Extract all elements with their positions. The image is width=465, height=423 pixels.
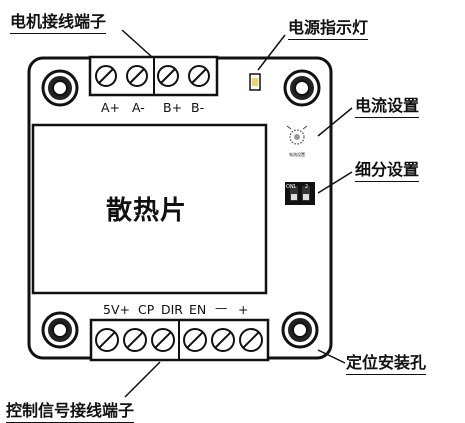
control-terminal-block [89, 318, 270, 362]
control-screw-2 [123, 328, 147, 352]
motor-pin-a-plus: A+ [101, 100, 121, 115]
microstep-setting-label: 细分设置 [355, 156, 420, 182]
heat-sink [31, 123, 268, 295]
motor-pin-b-minus: B- [191, 100, 205, 115]
motor-pin-a-minus: A- [132, 100, 145, 115]
control-screw-5 [211, 328, 235, 352]
mounting-hole-top-right [283, 69, 321, 107]
motor-pin-b-plus: B+ [163, 100, 183, 115]
dip-mark-2: 2 [305, 184, 309, 190]
pot-caption: 电流设置 [289, 152, 305, 157]
motor-screw-1 [95, 65, 117, 87]
control-screw-6 [239, 328, 263, 352]
control-screw-4 [183, 328, 207, 352]
control-screw-1 [95, 328, 119, 352]
current-potentiometer [286, 125, 308, 145]
motor-screw-4 [188, 65, 210, 87]
motor-screw-3 [157, 65, 179, 87]
control-pin-plus: + [238, 302, 249, 317]
mounting-hole-bottom-left [41, 311, 79, 349]
motor-screw-2 [126, 65, 148, 87]
control-pin-minus: — [215, 300, 228, 315]
control-pin-cp: CP [138, 302, 155, 317]
heat-sink-label: 散热片 [106, 196, 188, 226]
control-terminal-label: 控制信号接线端子 [6, 397, 135, 423]
mounting-hole-top-left [41, 69, 79, 107]
dip-mark-1: 1 [293, 184, 297, 190]
mounting-hole-bottom-right [281, 311, 319, 349]
control-pin-dir: DIR [161, 302, 183, 317]
dip-mark-on: ON [286, 184, 294, 190]
control-screw-3 [151, 328, 175, 352]
microstep-dip-switch [285, 182, 315, 205]
power-indicator-label: 电源指示灯 [288, 14, 369, 40]
leader-lines [121, 29, 353, 398]
current-setting-label: 电流设置 [355, 92, 420, 118]
mounting-hole-label: 定位安装孔 [346, 349, 427, 375]
control-pin-5v: 5V+ [103, 302, 130, 317]
motor-terminal-label: 电机接线端子 [10, 8, 107, 34]
control-pin-en: EN [189, 302, 207, 317]
power-indicator-led [249, 73, 261, 91]
